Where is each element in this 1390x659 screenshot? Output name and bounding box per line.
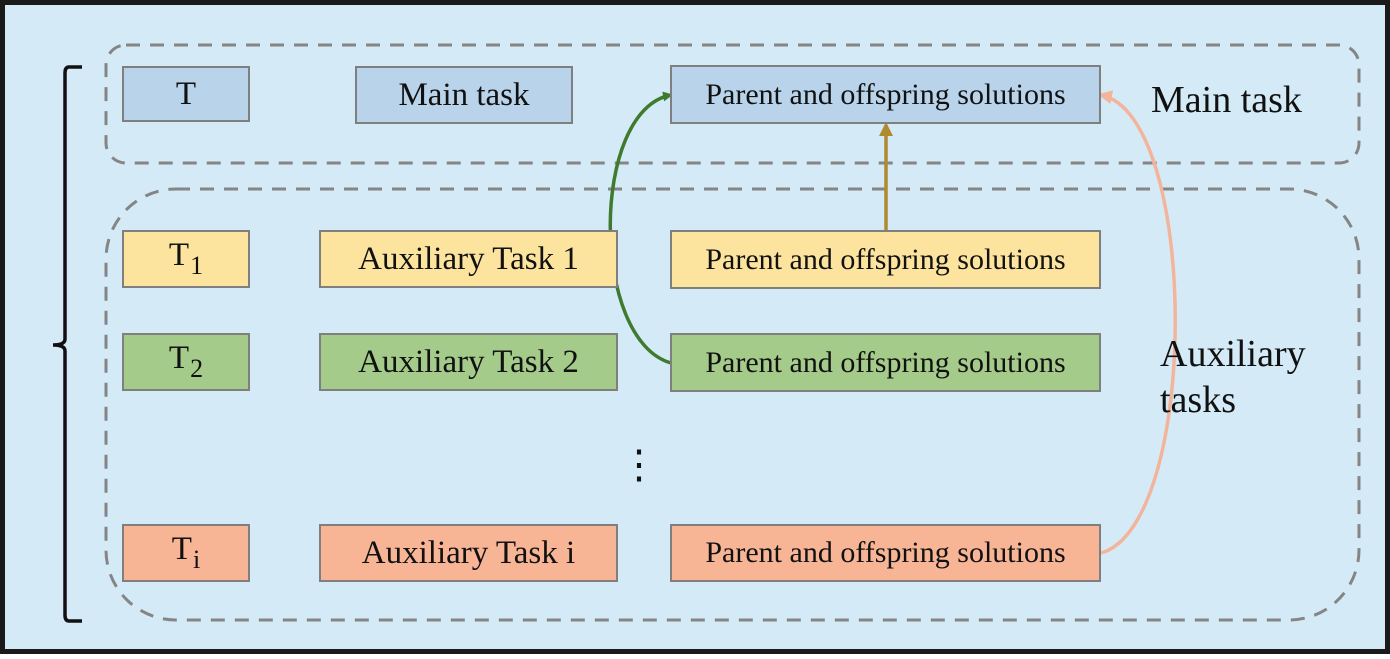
aux2-name: Auxiliary Task 2 xyxy=(358,343,579,380)
main-task-group-boundary xyxy=(104,43,1361,165)
aux2-symbol-box: T2 xyxy=(122,333,250,391)
auxi-name-box: Auxiliary Task i xyxy=(319,524,618,582)
arrow-auxi-to-main xyxy=(1098,90,1177,555)
main-task-solutions-box: Parent and offspring solutions xyxy=(670,65,1101,124)
aux1-symbol: T1 xyxy=(168,237,204,280)
aux1-name: Auxiliary Task 1 xyxy=(358,240,579,277)
aux1-symbol-box: T1 xyxy=(122,230,250,288)
aux1-name-box: Auxiliary Task 1 xyxy=(319,230,618,288)
main-task-name: Main task xyxy=(398,76,530,113)
aux1-solutions-box: Parent and offspring solutions xyxy=(670,230,1101,289)
aux2-solutions-box: Parent and offspring solutions xyxy=(670,333,1101,392)
arrow-aux2-to-main xyxy=(608,91,673,365)
main-task-name-box: Main task xyxy=(355,66,573,124)
auxiliary-tasks-group-label: Auxiliary tasks xyxy=(1160,331,1306,423)
auxiliary-tasks-group-boundary xyxy=(104,187,1361,622)
main-task-symbol: T xyxy=(175,75,197,112)
auxi-solutions: Parent and offspring solutions xyxy=(705,536,1066,569)
vertical-ellipsis: ⋮ xyxy=(619,442,659,487)
aux2-name-box: Auxiliary Task 2 xyxy=(319,333,618,391)
auxi-symbol: Ti xyxy=(171,531,201,574)
aux2-symbol: T2 xyxy=(168,340,204,383)
auxiliary-label-line-2: tasks xyxy=(1160,379,1236,421)
auxi-solutions-box: Parent and offspring solutions xyxy=(670,524,1101,582)
left-brace xyxy=(52,65,82,623)
aux1-solutions: Parent and offspring solutions xyxy=(705,242,1066,276)
aux2-solutions: Parent and offspring solutions xyxy=(705,345,1066,379)
main-task-symbol-box: T xyxy=(122,66,250,122)
auxi-symbol-box: Ti xyxy=(122,524,250,582)
auxiliary-label-line-1: Auxiliary xyxy=(1160,333,1306,375)
connector-layer xyxy=(52,43,1361,623)
main-task-solutions: Parent and offspring solutions xyxy=(705,77,1066,111)
main-task-group-label: Main task xyxy=(1151,79,1302,121)
auxi-name: Auxiliary Task i xyxy=(361,534,576,571)
